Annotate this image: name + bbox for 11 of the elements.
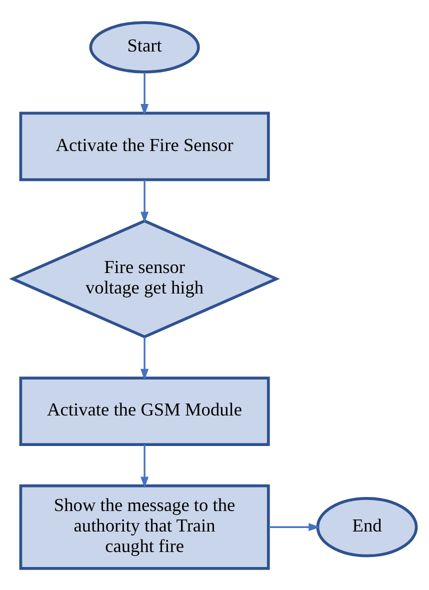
node-box: Show the message to the authority that Train caught fire bbox=[19, 484, 270, 570]
node-box: Activate the GSM Module bbox=[19, 376, 270, 446]
arrow bbox=[140, 72, 149, 115]
node-ellipse: End bbox=[316, 496, 418, 557]
arrow bbox=[140, 336, 149, 380]
node-ellipse: Start bbox=[89, 20, 200, 73]
node-diamond: Fire sensor voltage get high bbox=[9, 218, 280, 338]
arrow bbox=[140, 179, 149, 223]
arrow bbox=[140, 444, 149, 488]
arrow bbox=[268, 522, 320, 531]
node-box: Activate the Fire Sensor bbox=[19, 111, 270, 181]
